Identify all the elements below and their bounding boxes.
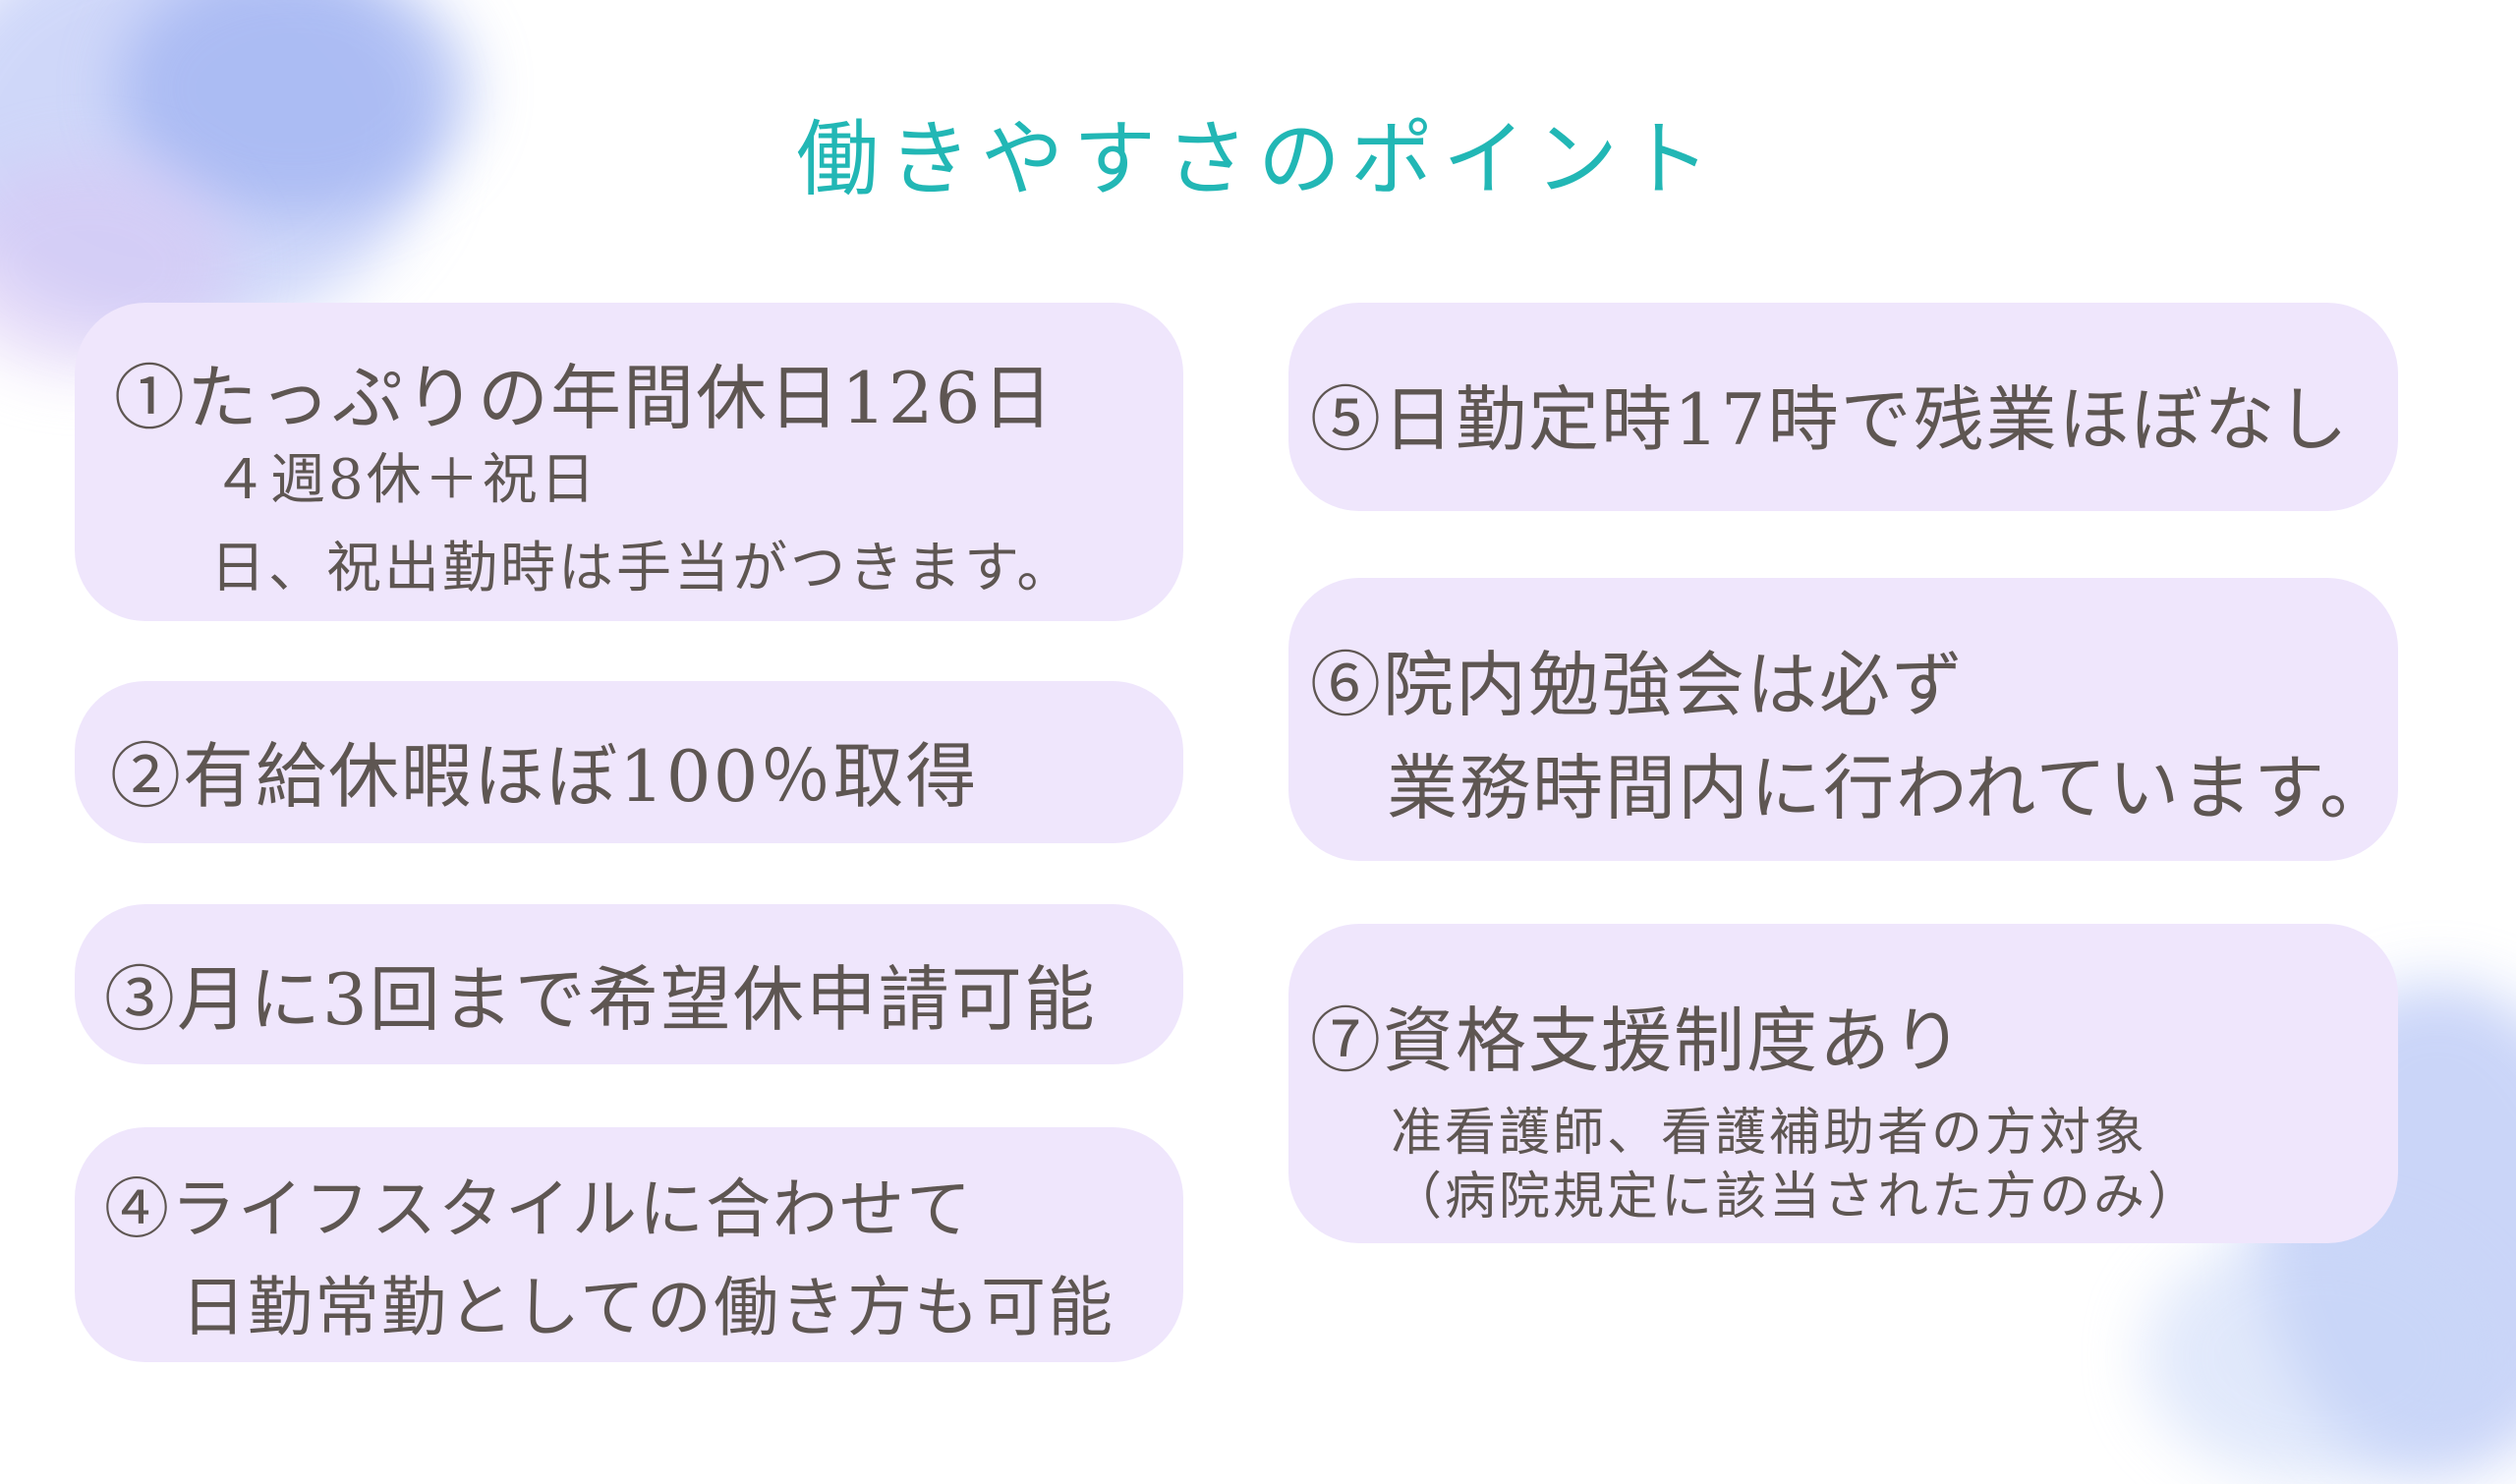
point-heading: ⑦資格支援制度あり: [1310, 999, 1966, 1082]
point-card-1: ①たっぷりの年間休日126日 ４週8休＋祝日 日、祝出勤時は手当がつきます。: [75, 303, 1183, 621]
point-card-2: ②有給休暇ほぼ100％取得: [75, 681, 1183, 843]
point-detail: ４週8休＋祝日: [212, 448, 599, 512]
point-card-5: ⑤日勤定時17時で残業ほぼなし: [1288, 303, 2398, 511]
point-card-6: ⑥院内勉強会は必ず 業務時間内に行われています。: [1288, 578, 2398, 861]
point-heading: ③月に3回まで希望休申請可能: [104, 958, 1097, 1041]
point-heading: ④ライフスタイルに合わせて: [104, 1171, 973, 1247]
point-detail: （病院規定に該当された方のみ）: [1391, 1168, 2202, 1227]
point-heading: ②有給休暇ほぼ100％取得: [110, 735, 979, 818]
point-card-4: ④ライフスタイルに合わせて 日勤常勤としての働き方も可能: [75, 1127, 1183, 1362]
point-heading: ⑥院内勉強会は必ず: [1310, 644, 1966, 726]
point-detail: 日勤常勤としての働き方も可能: [181, 1270, 1115, 1345]
point-detail: 准看護師、看護補助者の方対象: [1391, 1104, 2148, 1163]
point-heading: ⑤日勤定時17時で残業ほぼなし: [1310, 378, 2350, 461]
page-title: 働きやすさのポイント: [795, 111, 1720, 207]
point-detail: 業務時間内に行われています。: [1387, 747, 2393, 829]
point-card-7: ⑦資格支援制度あり 准看護師、看護補助者の方対象 （病院規定に該当された方のみ）: [1288, 924, 2398, 1243]
point-detail: 日、祝出勤時は手当がつきます。: [210, 537, 1075, 600]
point-card-3: ③月に3回まで希望休申請可能: [75, 904, 1183, 1064]
point-heading: ①たっぷりの年間休日126日: [114, 357, 1056, 439]
